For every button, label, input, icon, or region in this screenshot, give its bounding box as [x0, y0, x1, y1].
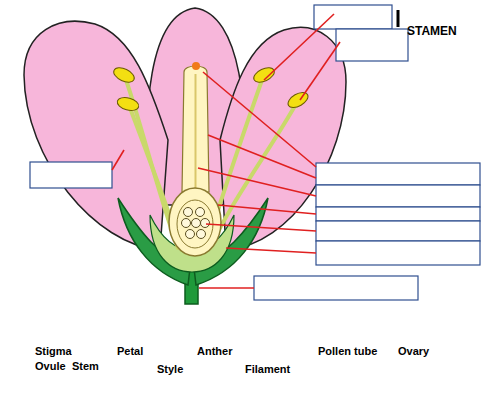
word-bank-term: Style [157, 364, 183, 375]
ovule-shape [182, 219, 191, 228]
leader-line [218, 205, 316, 214]
word-bank-term: Filament [245, 364, 290, 375]
ovule-shape [201, 219, 210, 228]
petal-shape [24, 21, 168, 250]
ovule-shape [197, 230, 206, 239]
ovule-shapes [182, 208, 210, 239]
word-bank-term: Pollen tube [318, 346, 377, 357]
blank-label-box [316, 221, 480, 241]
ovule-shape [184, 208, 193, 217]
blank-label-box [314, 5, 392, 29]
word-bank-term: Stem [72, 361, 99, 372]
anther-shape [251, 65, 276, 85]
blank-boxes [30, 5, 480, 300]
ovule-shape [196, 208, 205, 217]
leader-line [208, 135, 316, 178]
blank-label-box [316, 185, 480, 207]
leader-line [198, 168, 316, 196]
word-bank-term: Anther [197, 346, 232, 357]
leader-line [203, 72, 316, 167]
stamen-heading: STAMEN [407, 25, 457, 37]
anther-shape [285, 89, 310, 110]
blank-label-box [254, 276, 418, 300]
word-bank-term: Petal [117, 346, 143, 357]
anther-shape [116, 95, 140, 112]
blank-label-box [336, 29, 408, 61]
word-bank-term: Ovule [35, 361, 66, 372]
anther-shape [111, 65, 136, 85]
leader-line [206, 224, 316, 231]
stigma-dot [192, 62, 200, 70]
leader-line [226, 248, 316, 253]
leader-line [199, 287, 254, 289]
ovule-shape [192, 219, 201, 228]
word-bank-term: Stigma [35, 346, 72, 357]
blank-label-box [316, 163, 480, 185]
blank-label-box [316, 241, 480, 265]
leader-line [112, 150, 124, 170]
pollen-tube-line [195, 74, 197, 200]
bracket-bar [397, 10, 400, 27]
leader-line [264, 14, 334, 80]
blank-label-box [316, 207, 480, 221]
anther-shapes [111, 65, 310, 113]
ovary-shape [169, 188, 221, 256]
word-bank-term: Ovary [398, 346, 429, 357]
ovule-shape [186, 230, 195, 239]
leader-line [300, 42, 340, 100]
blank-label-box [30, 162, 112, 188]
leader-lines [112, 14, 340, 288]
